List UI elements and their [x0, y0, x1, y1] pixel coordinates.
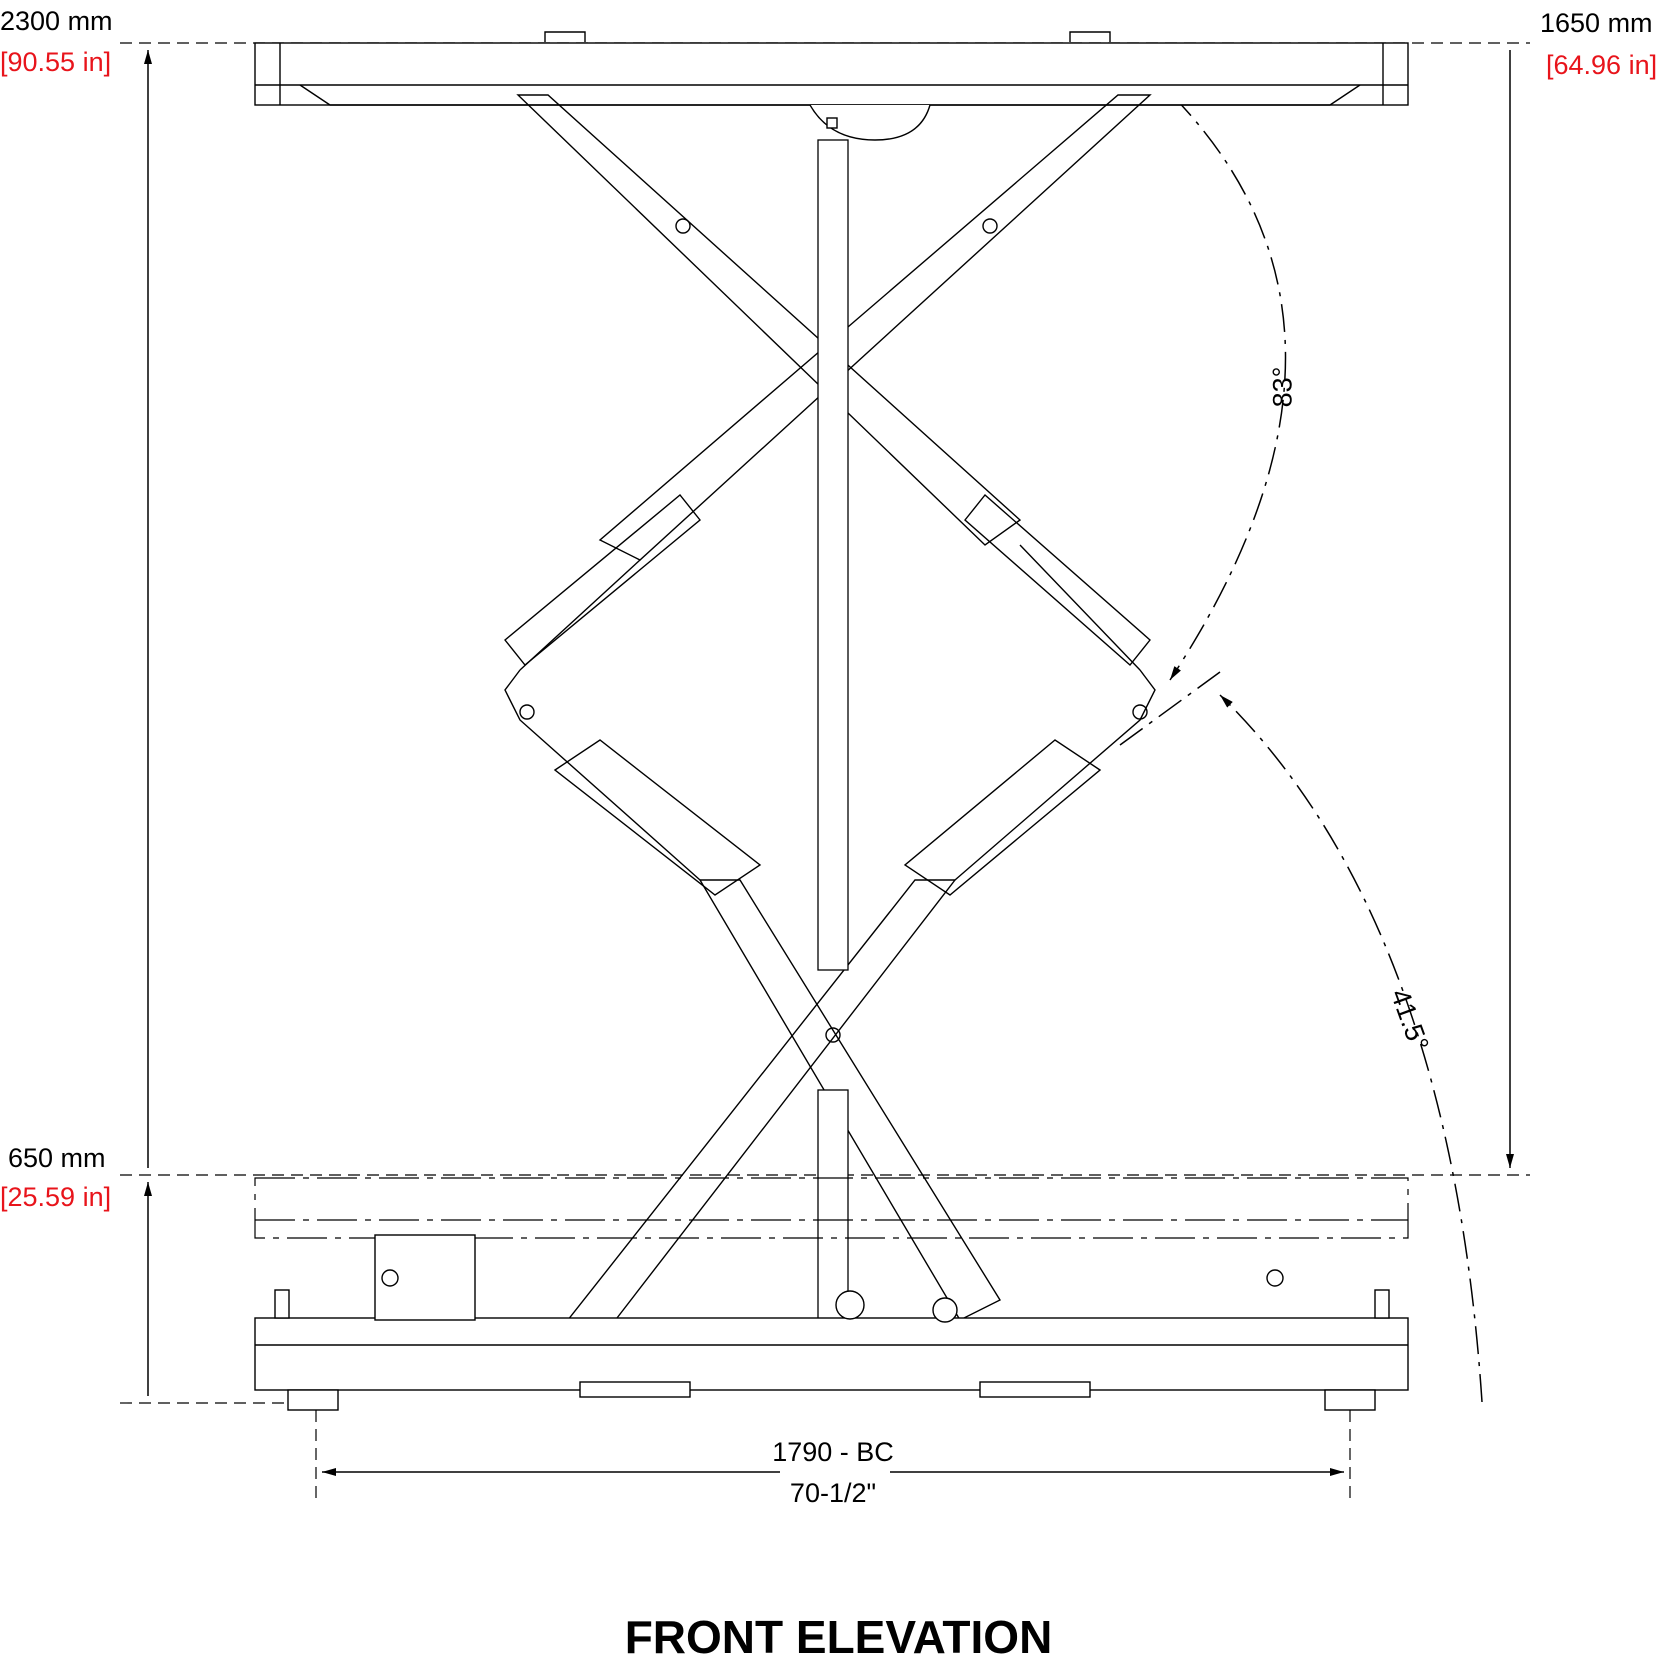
height-max-in-label: [90.55 in]: [0, 47, 112, 77]
base-width-imperial-label: 70-1/2": [789, 1478, 877, 1508]
height-min-in-label: [25.59 in]: [0, 1182, 112, 1212]
base-width-metric-label: 1790 - BC: [772, 1437, 894, 1467]
base-frame: [254, 1234, 1409, 1411]
lowered-platform-outline: [254, 1177, 1409, 1239]
scissor-arms: [504, 94, 1156, 1341]
dimension-arrows: [144, 50, 1514, 1476]
height-max-mm-label: 2300 mm: [0, 6, 113, 36]
platform-length-mm-label: 1650 mm: [1540, 8, 1653, 38]
upper-angle-label: 83°: [1267, 366, 1298, 408]
top-platform: [254, 31, 1409, 141]
height-min-mm-label: 650 mm: [8, 1143, 106, 1173]
platform-length-in-label: [64.96 in]: [1546, 50, 1658, 80]
angle-arcs: [1119, 94, 1483, 1403]
chain-column: [817, 139, 849, 1321]
drawing-title: FRONT ELEVATION: [624, 1611, 1053, 1663]
